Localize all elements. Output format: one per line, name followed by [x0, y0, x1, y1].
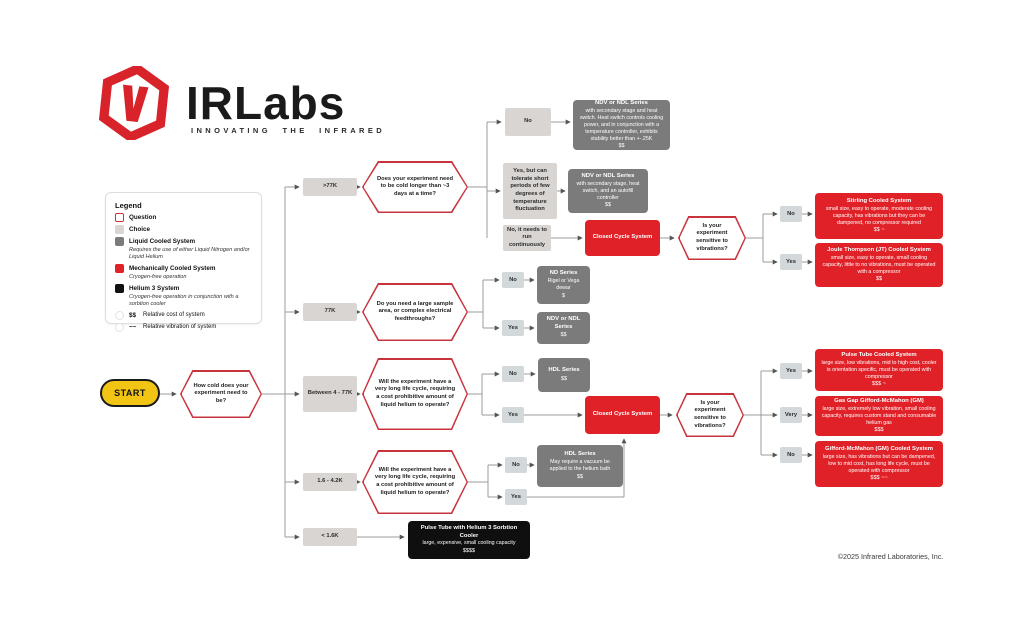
system-hdl-vacuum: HDL Series May require a vacuum be appli…: [537, 445, 623, 487]
irlabs-logo-icon: [98, 66, 170, 140]
answer-yes-sample: Yes: [502, 320, 524, 336]
brand-tagline: INNOVATING THE INFRARED: [191, 126, 386, 135]
system-ndv-autofill: NDV or NDL Series with secondary stage, …: [568, 169, 648, 213]
answer-no-continuous: No, it needs to run continuously: [503, 225, 551, 251]
system-stirling: Stirling Cooled System small size, easy …: [815, 193, 943, 239]
legend-title: Legend: [115, 201, 142, 210]
answer-yes-tolerate: Yes, but can tolerate short periods of f…: [503, 163, 557, 219]
answer-no-life-1: No: [502, 366, 524, 382]
legend-helium3-desc: Cryogen-free operation in conjunction wi…: [129, 293, 239, 307]
question-life-cycle-1: Will the experiment have a very long lif…: [362, 358, 468, 430]
legend-item-cost: $$ Relative cost of system: [115, 310, 252, 320]
system-ndv-heat-switch: NDV or NDL Series with secondary stage a…: [573, 100, 670, 150]
answer-no-life-2: No: [505, 457, 527, 473]
legend-item-vibration: ~~ Relative vibration of system: [115, 322, 252, 332]
system-ndv-series: NDV or NDL Series $$: [537, 312, 590, 344]
system-joule-thompson: Joule Thompson (JT) Cooled System small …: [815, 243, 943, 287]
question-how-cold: How cold does your experiment need to be…: [180, 370, 262, 418]
answer-no-fluctuation: No: [505, 108, 551, 136]
liquid-cooled-swatch: [115, 237, 124, 246]
question-vibrations-2: Is your experiment sensitive to vibratio…: [676, 393, 744, 437]
question-sample-area: Do you need a large sample area, or comp…: [362, 283, 468, 341]
choice-swatch: [115, 225, 124, 234]
system-helium3-sorbtion: Pulse Tube with Helium 3 Sorbtion Cooler…: [408, 521, 530, 559]
mechanically-cooled-swatch: [115, 263, 124, 273]
choice-between-4-77k: Between 4 - 77K: [303, 376, 357, 412]
helium3-swatch: [115, 283, 124, 293]
answer-yes-vib-2: Yes: [780, 363, 802, 379]
legend-mechanical-desc: Cryogen-free operation: [129, 273, 187, 280]
answer-no-vib-1: No: [780, 206, 802, 222]
choice-77k: 77K: [303, 303, 357, 321]
copyright-text: ©2025 Infrared Laboratories, Inc.: [837, 552, 944, 561]
answer-no-vib-2: No: [780, 447, 802, 463]
system-gm-cooled: Gifford-McMahon (GM) Cooled System large…: [815, 441, 943, 487]
start-node: START: [100, 379, 160, 407]
legend-item-choice: Choice: [115, 225, 252, 234]
legend-item-mechanical: Mechanically Cooled System: [115, 263, 252, 273]
choice-1-6-4-2k: 1.6 - 4.2K: [303, 473, 357, 491]
choice-below-1-6k: < 1.6K: [303, 528, 357, 546]
system-pulse-tube: Pulse Tube Cooled System large size, low…: [815, 349, 943, 391]
answer-yes-vib-1: Yes: [780, 254, 802, 270]
system-hdl-series: HDL Series $$: [538, 358, 590, 392]
legend-item-liquid: Liquid Cooled System: [115, 237, 252, 246]
choice-above-77k: >77K: [303, 178, 357, 196]
legend-panel: Legend Question Choice Liquid Cooled Sys…: [105, 192, 262, 332]
question-cold-longer: Does your experiment need to be cold lon…: [362, 161, 468, 213]
cost-circle-icon: [115, 310, 124, 320]
answer-very-vib-2: Very: [780, 407, 802, 423]
question-swatch: [115, 213, 124, 222]
system-closed-cycle-1: Closed Cycle System: [585, 220, 660, 256]
legend-liquid-desc: Requires the use of either Liquid Nitrog…: [129, 247, 250, 260]
answer-yes-life-2: Yes: [505, 489, 527, 505]
system-closed-cycle-2: Closed Cycle System: [585, 396, 660, 434]
legend-item-question: Question: [115, 213, 252, 222]
vibration-circle-icon: [115, 322, 124, 332]
system-nd-series: ND Series Rigel or Vega dewar $: [537, 266, 590, 304]
question-vibrations-1: Is your experiment sensitive to vibratio…: [678, 216, 746, 260]
answer-yes-life-1: Yes: [502, 407, 524, 423]
question-life-cycle-2: Will the experiment have a very long lif…: [362, 450, 468, 514]
brand-name: IRLabs: [186, 77, 346, 129]
system-gas-gap-gm: Gas Gap Gifford-McMahon (GM) large size,…: [815, 396, 943, 436]
answer-no-sample: No: [502, 272, 524, 288]
legend-item-helium3: Helium 3 System: [115, 283, 252, 293]
